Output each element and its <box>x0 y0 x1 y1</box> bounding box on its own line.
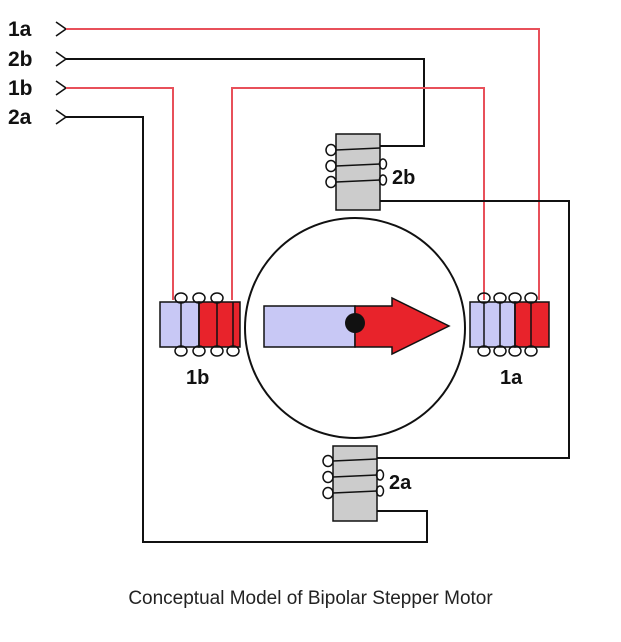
coil-left <box>159 292 241 357</box>
rotor-south-pole <box>263 305 356 348</box>
coil-right <box>469 292 550 357</box>
coil-bottom <box>322 445 385 522</box>
terminal-1b-label: 1b <box>8 77 33 100</box>
diagram-caption: Conceptual Model of Bipolar Stepper Moto… <box>128 588 493 609</box>
wire-2b <box>66 58 425 147</box>
terminal-1a-label: 1a <box>8 18 32 41</box>
rotor-pivot <box>345 313 365 333</box>
terminal-arrow-2b <box>55 51 68 67</box>
coil-right-label: 1a <box>500 367 523 389</box>
terminal-2a-label: 2a <box>8 106 32 129</box>
coil-bottom-label: 2a <box>389 472 412 494</box>
rotor-north-pole-arrow <box>354 296 451 356</box>
terminal-arrow-1b <box>55 80 68 96</box>
coil-top-label: 2b <box>392 167 415 189</box>
wire-1-link <box>231 87 485 300</box>
terminal-arrows <box>55 21 68 125</box>
rotor <box>263 296 451 356</box>
coil-top <box>325 133 388 211</box>
wire-1b <box>66 87 174 300</box>
coil-left-label: 1b <box>186 367 209 389</box>
wire-2a <box>66 116 428 543</box>
terminal-arrow-2a <box>55 109 68 125</box>
terminal-2b-label: 2b <box>8 48 33 71</box>
wire-2-link <box>376 200 570 459</box>
terminal-arrow-1a <box>55 21 68 37</box>
wire-1a <box>66 28 540 300</box>
